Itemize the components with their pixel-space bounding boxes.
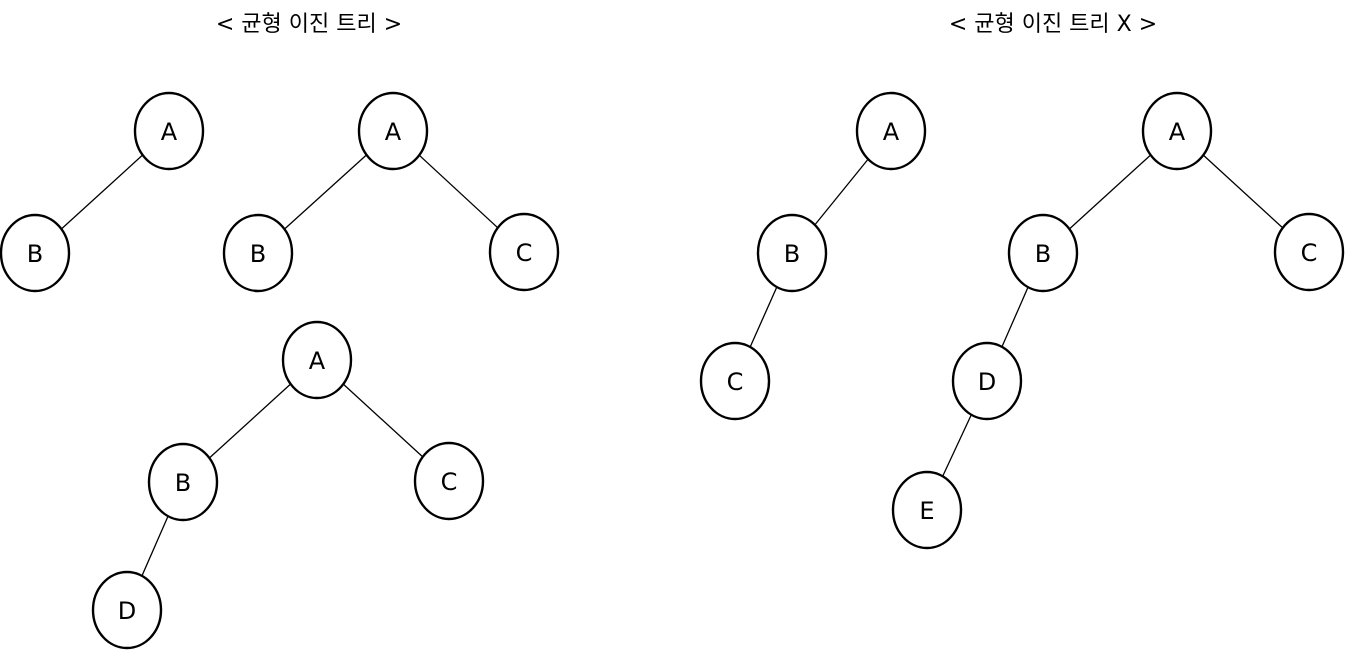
node-e: E (891, 470, 963, 550)
node-circle (855, 91, 927, 171)
edge-a-b (208, 383, 292, 459)
node-label: D (978, 368, 996, 396)
node-label: C (727, 368, 744, 396)
node-circle (133, 91, 205, 171)
node-b: B (147, 442, 219, 522)
node-circle (357, 91, 429, 171)
tree-2-balanced: A B C (222, 91, 560, 293)
node-circle (281, 320, 353, 400)
node-label: B (27, 240, 43, 268)
node-label: B (1035, 240, 1051, 268)
node-label: A (1169, 118, 1186, 146)
tree-5-unbalanced: A B C D E (891, 91, 1345, 550)
edge-a-b (1068, 154, 1152, 230)
node-circle (91, 570, 163, 650)
node-a: A (281, 320, 353, 400)
edge-d-e (942, 414, 972, 477)
edge-b-d (1001, 286, 1029, 348)
edge-a-b (60, 154, 144, 230)
node-label: A (309, 347, 326, 375)
node-c: C (413, 441, 485, 521)
node-d: D (951, 341, 1023, 421)
node-circle (1273, 212, 1345, 292)
edge-b-d (141, 515, 169, 577)
node-circle (488, 212, 560, 292)
node-label: C (1301, 239, 1318, 267)
node-a: A (1141, 91, 1213, 171)
node-b: B (222, 213, 294, 293)
node-b: B (1007, 213, 1079, 293)
node-c: C (699, 341, 771, 421)
node-b: B (756, 213, 828, 293)
edge-a-c (342, 383, 424, 458)
edge-b-c (749, 286, 778, 348)
node-label: B (250, 240, 266, 268)
node-label: A (385, 118, 402, 146)
node-a: A (855, 91, 927, 171)
node-a: A (133, 91, 205, 171)
heading-balanced: < 균형 이진 트리 > (216, 12, 402, 37)
node-circle (0, 213, 71, 293)
node-circle (222, 213, 294, 293)
tree-1-balanced: AB (0, 91, 205, 293)
node-a: A (357, 91, 429, 171)
node-label: C (516, 239, 533, 267)
node-circle (756, 213, 828, 293)
node-circle (951, 341, 1023, 421)
node-label: B (175, 469, 191, 497)
heading-unbalanced: < 균형 이진 트리 X > (949, 12, 1157, 37)
edge-a-c (1202, 154, 1284, 229)
node-circle (413, 441, 485, 521)
node-b: B (0, 213, 71, 293)
tree-3-balanced: A B C D (91, 320, 485, 650)
node-label: A (883, 118, 900, 146)
node-circle (699, 341, 771, 421)
node-circle (1007, 213, 1079, 293)
node-label: D (118, 597, 136, 625)
node-label: E (919, 497, 934, 525)
edge-a-b (814, 158, 869, 226)
node-circle (147, 442, 219, 522)
node-c: C (488, 212, 560, 292)
tree-4-unbalanced: A B C (699, 91, 927, 421)
node-circle (891, 470, 963, 550)
node-c: C (1273, 212, 1345, 292)
edge-a-b (284, 154, 367, 230)
edge-a-c (418, 154, 499, 229)
node-circle (1141, 91, 1213, 171)
node-label: C (441, 468, 458, 496)
node-label: B (784, 240, 800, 268)
node-label: A (161, 118, 178, 146)
node-d: D (91, 570, 163, 650)
